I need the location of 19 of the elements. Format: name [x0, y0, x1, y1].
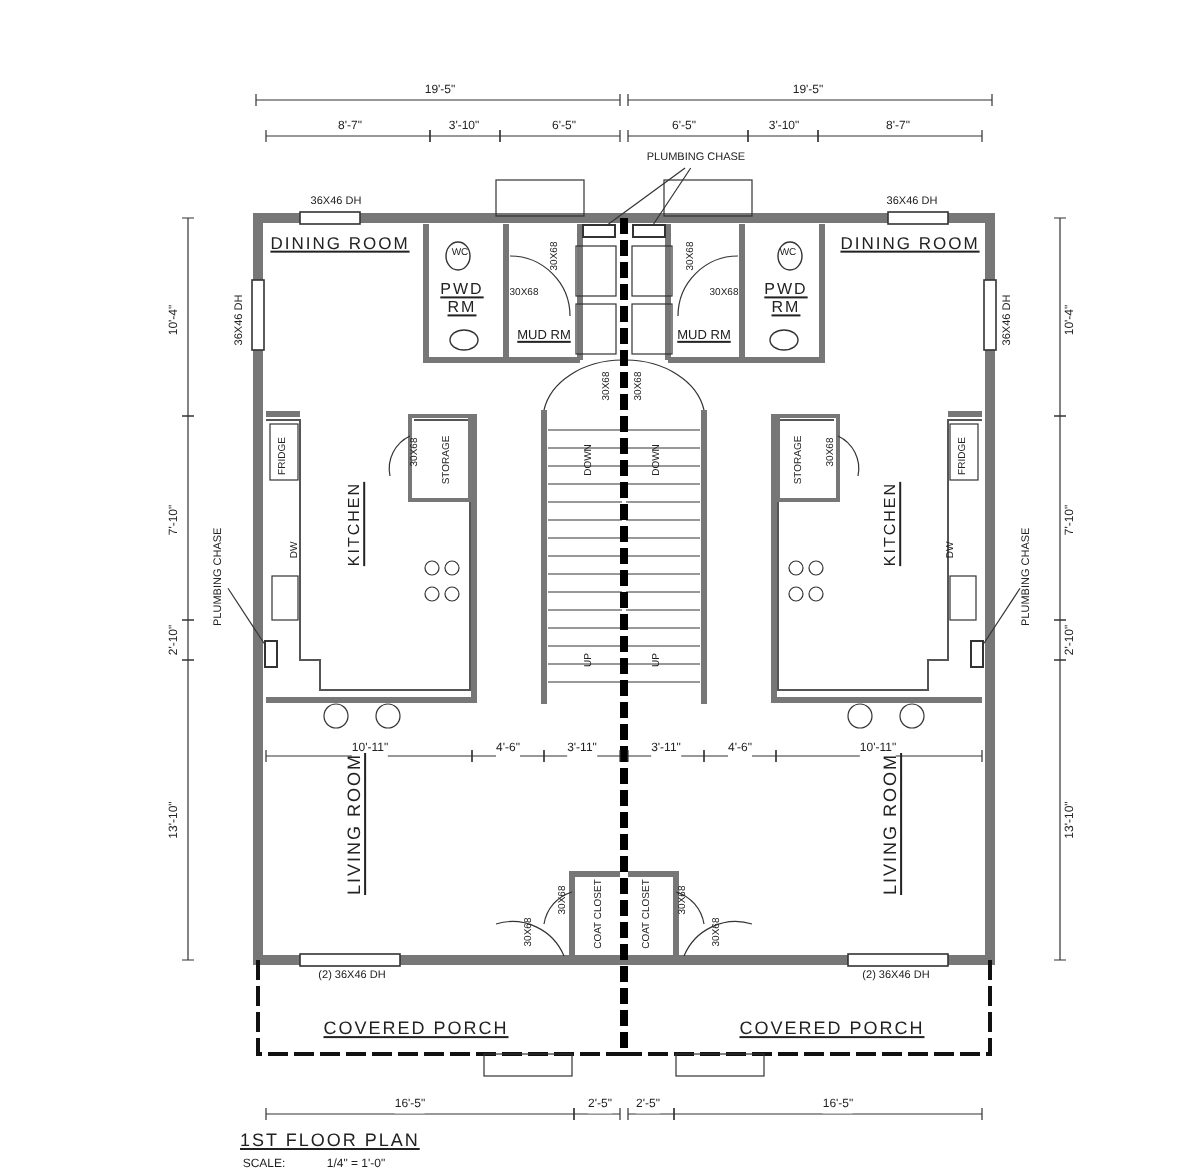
leader-line — [607, 167, 686, 225]
room-label: COVERED PORCH — [323, 1020, 509, 1040]
room-label: LIVING ROOM — [882, 753, 902, 895]
room-label: COVERED PORCH — [739, 1020, 925, 1040]
plumbing-chase — [970, 640, 984, 668]
plumbing-chase — [632, 224, 666, 238]
plumbing-chase — [264, 640, 278, 668]
room-label: DINING ROOM — [270, 234, 410, 254]
room-label: KITCHEN — [347, 481, 365, 567]
room-label: PWD RM — [440, 282, 484, 318]
plan-title: 1ST FLOOR PLAN — [240, 1130, 420, 1150]
room-label: LIVING ROOM — [346, 753, 366, 895]
room-label: DINING ROOM — [840, 234, 980, 254]
leader-line — [653, 167, 692, 225]
room-label: KITCHEN — [883, 481, 901, 567]
room-label: PWD RM — [764, 282, 808, 318]
leader-line — [983, 587, 1021, 644]
plumbing-chase — [582, 224, 616, 238]
leader-line — [227, 587, 265, 644]
